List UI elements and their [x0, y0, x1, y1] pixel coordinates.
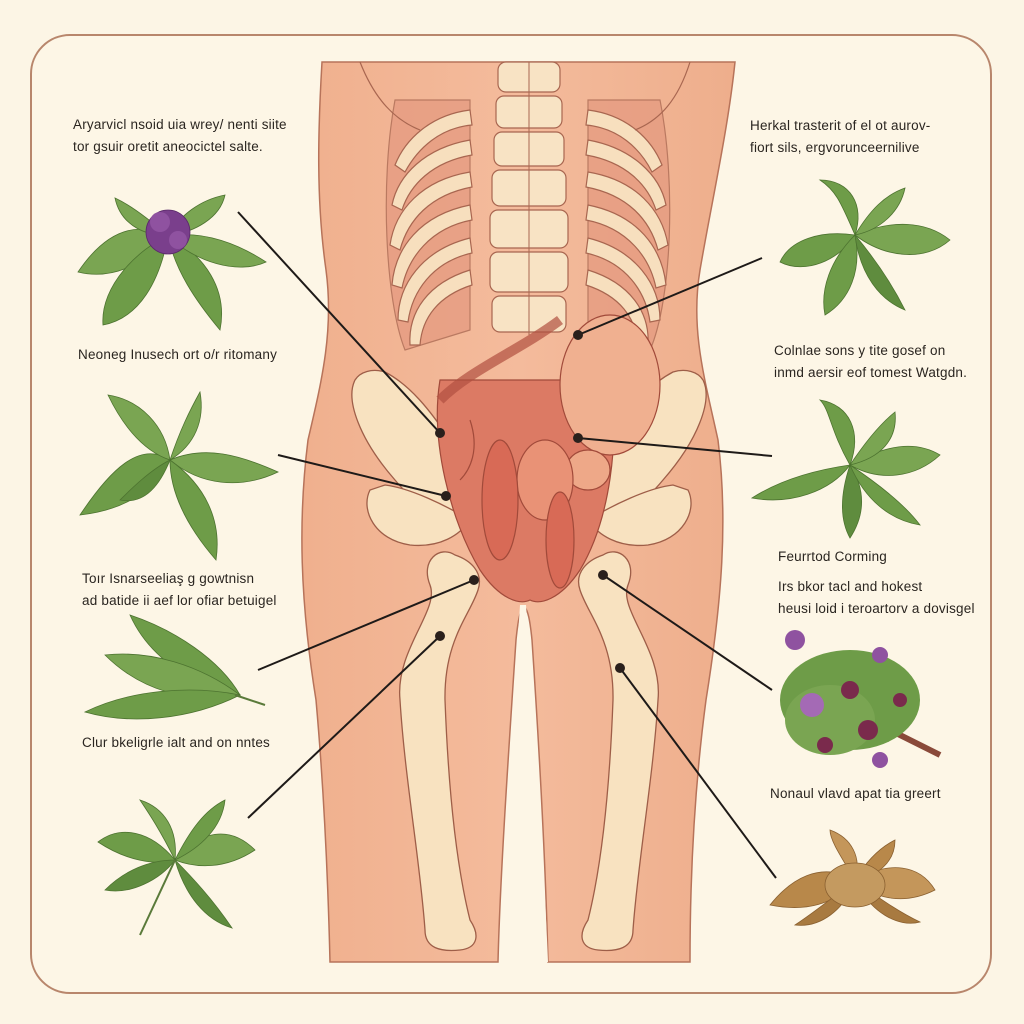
- leader-dots: [435, 330, 625, 673]
- herb-bay-leaves-icon: [83, 614, 266, 720]
- herb-lemon-balm-icon: [779, 179, 951, 316]
- herb-dried-leaves-icon: [769, 829, 936, 926]
- spine: [489, 61, 569, 335]
- label-left-3: Toır Isnarseeliaş g gowtnisn ad batide i…: [82, 571, 277, 608]
- herb-flowering-bundle-icon: [780, 630, 942, 768]
- abdominal-organs: [436, 314, 661, 603]
- label-left-4: Clur bkeligrle ialt and on nntes: [82, 735, 271, 750]
- herb-mint-sprig-icon: [79, 390, 279, 561]
- label-right-2: Colnlae sons y tite gosef on inmd aersir…: [774, 343, 968, 380]
- herb-green-sprig-icon: [97, 799, 256, 936]
- herb-basil-purple-flower-icon: [77, 194, 267, 331]
- label-left-2: Neoneg Inusech ort o/r ritomany: [78, 347, 278, 362]
- leader-lines: [237, 211, 777, 879]
- herb-peppermint-icon: [750, 399, 941, 539]
- femurs: [399, 551, 659, 952]
- label-right-3: Feurrtod Corming: [778, 549, 887, 564]
- label-right-1: Herkal trasterit of el ot aurov- fiort s…: [750, 118, 931, 155]
- label-left-1: Aryarvicl nsoid uia wrey/ nenti siite to…: [73, 117, 287, 154]
- label-right-5: Nonaul vlavd apat tia greert: [770, 786, 941, 801]
- rib-cage: [359, 61, 691, 351]
- label-right-4: Irs bkor tacl and hokest heusi loid i te…: [778, 579, 975, 616]
